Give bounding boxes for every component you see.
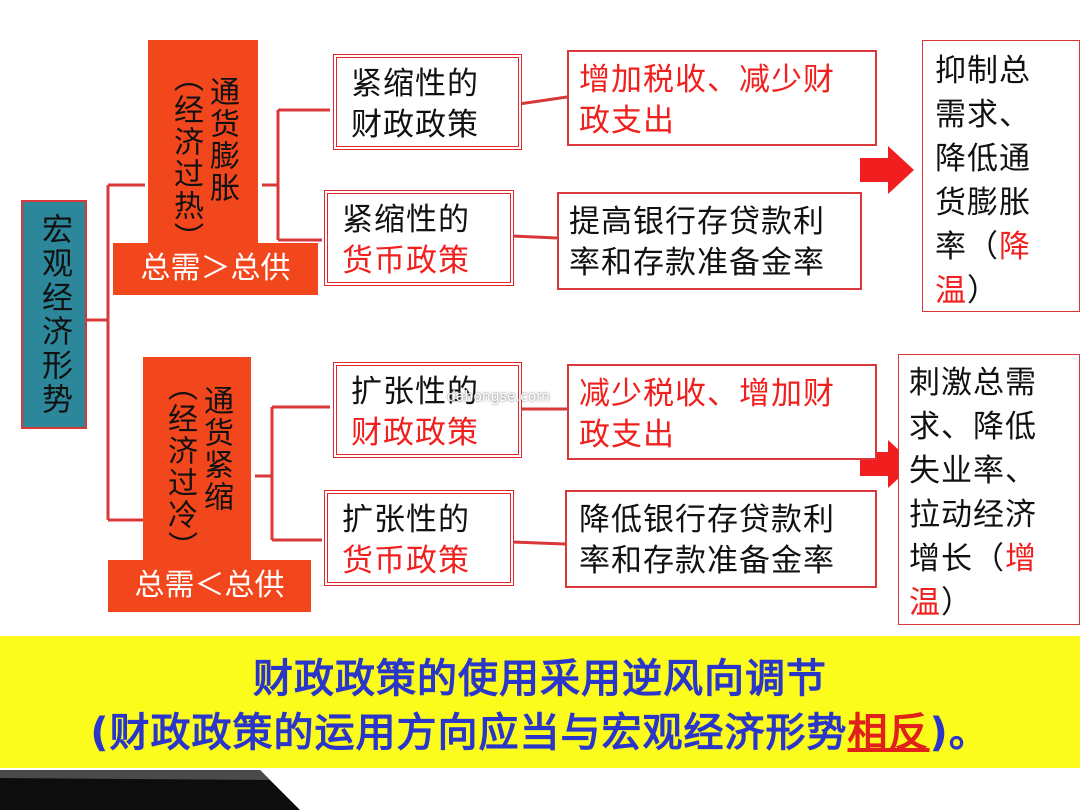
root-box: 宏观经济形势 — [21, 200, 87, 429]
measure-line2: 率和存款准备金率 — [579, 543, 835, 579]
effect-line: 失业率、 — [909, 453, 1037, 489]
effect-line: 降低通 — [935, 141, 1031, 177]
contractionary-monetary-policy-box: 紧缩性的 货币政策 — [324, 190, 514, 286]
effect-line: 增长（增 — [909, 537, 1079, 581]
deflation-label: 通货紧缩 — [198, 385, 233, 513]
policy-line2: 财政政策 — [351, 415, 479, 451]
effect-text: ） — [941, 585, 973, 621]
effect-highlight: 温 — [909, 585, 941, 621]
measure-line1: 降低银行存贷款利 — [579, 502, 835, 538]
policy-line1: 扩张性的 — [351, 374, 479, 410]
lower-effect-box: 刺激总需 求、降低 失业率、 拉动经济 增长（增 温） — [898, 354, 1080, 625]
banner-line2: (财政政策的运用方向应当与宏观经济形势相反)。 — [0, 700, 1080, 758]
measure-line2: 政支出 — [579, 417, 675, 453]
decorative-wedge — [0, 770, 300, 810]
deflation-state-box: （经济过冷） 通货紧缩 — [143, 357, 251, 563]
effect-highlight: 降 — [999, 229, 1031, 265]
condition-upper-label: 总需＞总供 — [140, 251, 291, 286]
lower-monetary-measure-box: 降低银行存贷款利 率和存款准备金率 — [565, 490, 877, 588]
effect-line: 求、降低 — [909, 409, 1037, 445]
condition-upper: 总需＞总供 — [113, 243, 318, 295]
effect-line: 刺激总需 — [909, 365, 1037, 401]
effect-text: ） — [967, 273, 999, 309]
measure-line1: 减少税收、增加财 — [579, 376, 835, 412]
policy-line1: 紧缩性的 — [351, 66, 479, 102]
banner-line1: 财政政策的使用采用逆风向调节 — [253, 656, 827, 702]
effect-line: 需求、 — [935, 97, 1031, 133]
effect-highlight: 温 — [935, 273, 967, 309]
arrow-right-icon — [860, 146, 914, 194]
root-label: 宏观经济形势 — [36, 212, 72, 417]
measure-line1: 增加税收、减少财 — [579, 62, 835, 98]
summary-banner: 财政政策的使用采用逆风向调节 (财政政策的运用方向应当与宏观经济形势相反)。 — [0, 636, 1080, 768]
effect-line: 温） — [909, 581, 1079, 625]
policy-line1: 扩张性的 — [342, 502, 470, 538]
banner-highlight: 相反 — [847, 710, 930, 756]
inflation-note: （经济过热） — [168, 62, 203, 254]
inflation-state-box: （经济过热） 通货膨胀 — [148, 40, 258, 254]
policy-line1: 紧缩性的 — [342, 202, 470, 238]
deflation-note: （经济过冷） — [162, 371, 197, 563]
effect-line: 抑制总 — [935, 53, 1031, 89]
contractionary-fiscal-policy-box: 紧缩性的 财政政策 — [333, 54, 522, 150]
effect-line: 温） — [935, 269, 1079, 313]
upper-fiscal-measure-box: 增加税收、减少财 政支出 — [567, 50, 877, 146]
expansionary-fiscal-policy-box: 扩张性的 财政政策 — [333, 362, 522, 458]
effect-text: 率（ — [935, 229, 999, 265]
effect-highlight: 增 — [1005, 541, 1037, 577]
measure-line1: 提高银行存贷款利 — [569, 204, 825, 240]
effect-text: 增长（ — [909, 541, 1005, 577]
condition-lower: 总需＜总供 — [108, 560, 311, 612]
upper-effect-box: 抑制总 需求、 降低通 货膨胀 率（降 温） — [922, 40, 1080, 312]
banner-line2-suffix: )。 — [929, 710, 990, 756]
watermark: dahongse.com — [447, 389, 550, 405]
effect-line: 货膨胀 — [935, 185, 1031, 221]
measure-line2: 政支出 — [579, 103, 675, 139]
banner-line2-prefix: (财政政策的运用方向应当与宏观经济形势 — [90, 710, 848, 756]
inflation-label: 通货膨胀 — [204, 76, 239, 204]
measure-line2: 率和存款准备金率 — [569, 245, 825, 281]
effect-line: 率（降 — [935, 225, 1079, 269]
policy-line2: 货币政策 — [342, 243, 470, 279]
policy-line2: 财政政策 — [351, 107, 479, 143]
condition-lower-label: 总需＜总供 — [134, 568, 285, 603]
upper-monetary-measure-box: 提高银行存贷款利 率和存款准备金率 — [557, 192, 862, 290]
policy-line2: 货币政策 — [342, 543, 470, 579]
expansionary-monetary-policy-box: 扩张性的 货币政策 — [324, 490, 514, 586]
effect-line: 拉动经济 — [909, 497, 1037, 533]
lower-fiscal-measure-box: 减少税收、增加财 政支出 — [567, 364, 877, 460]
